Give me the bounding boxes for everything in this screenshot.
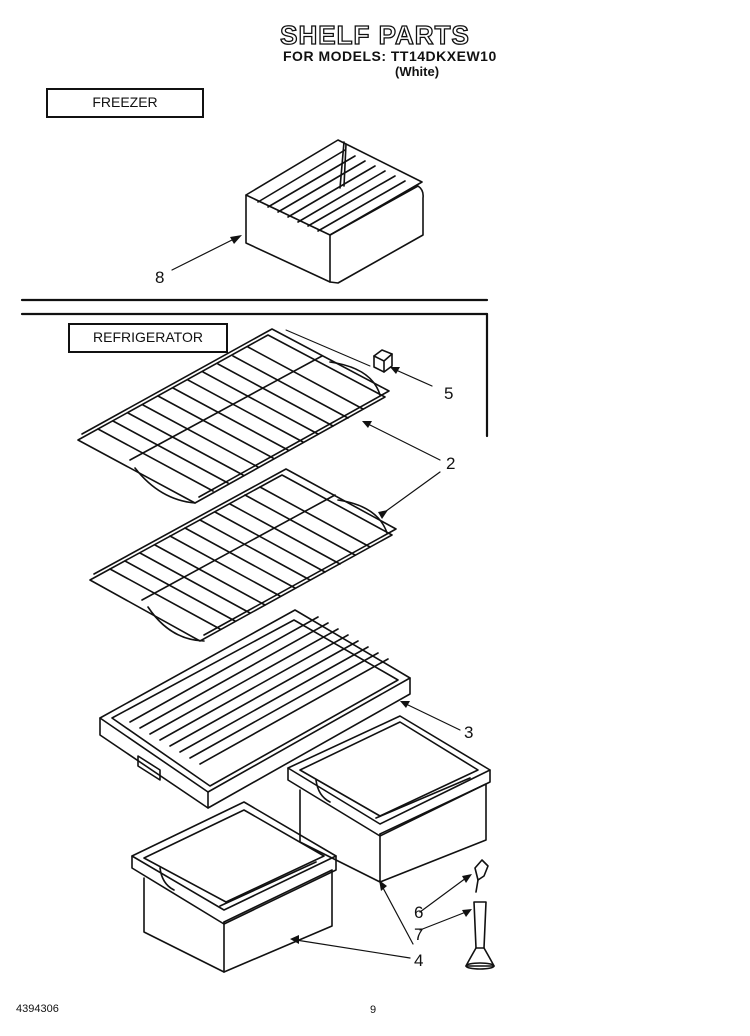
wire-shelf-upper	[77, 328, 390, 504]
leader-arrowheads	[230, 235, 472, 944]
drawer-rail-parts	[465, 859, 495, 970]
wire-shelf-lower	[89, 468, 397, 642]
callout-5: 5	[444, 384, 454, 403]
crisper-cover-shelf	[99, 609, 411, 809]
page-title: SHELF PARTS	[280, 19, 470, 50]
callout-7: 7	[414, 925, 424, 944]
crisper-drawer-left	[131, 801, 337, 973]
leader-lines	[171, 237, 467, 959]
callout-6: 6	[414, 903, 424, 922]
freezer-wire-shelf	[245, 139, 424, 284]
model-subtitle: FOR MODELS: TT14DKXEW10	[283, 48, 497, 64]
callout-3: 3	[464, 723, 474, 742]
document-number: 4394306	[16, 1003, 59, 1015]
callout-8: 8	[155, 268, 165, 287]
crisper-drawer-right	[287, 715, 491, 883]
shelf-bracket	[373, 349, 393, 373]
callout-2: 2	[446, 454, 456, 473]
callout-4: 4	[414, 951, 424, 970]
page-number: 9	[370, 1004, 377, 1016]
freezer-section-label: FREEZER	[46, 88, 204, 118]
refrigerator-section-label: REFRIGERATOR	[68, 323, 228, 353]
color-variant: (White)	[395, 64, 440, 79]
